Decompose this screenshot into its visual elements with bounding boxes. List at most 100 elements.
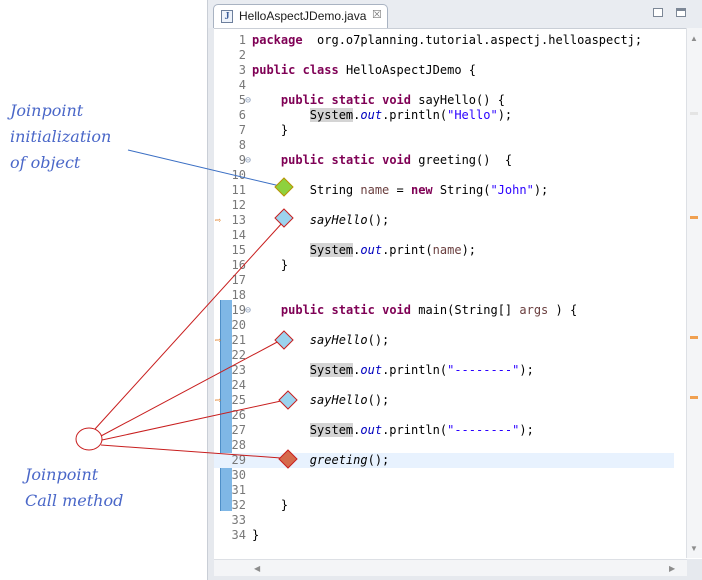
code-token: public (280, 153, 325, 167)
code-token: "--------" (447, 423, 520, 437)
code-text: public class HelloAspectJDemo { (252, 63, 476, 78)
overview-marker[interactable] (690, 216, 698, 219)
code-token: args (519, 303, 549, 317)
code-line[interactable]: 11 String name = new String("John"); (214, 183, 674, 198)
scroll-left-icon[interactable]: ◀ (254, 564, 261, 573)
code-line[interactable]: 25⇨ sayHello(); (214, 393, 674, 408)
code-token: out (360, 363, 383, 377)
code-line[interactable]: 18 (214, 288, 674, 303)
code-token: "Hello" (447, 108, 498, 122)
code-token: } (252, 123, 289, 137)
call-leader-line (94, 221, 284, 430)
overview-marker[interactable] (690, 336, 698, 339)
overview-marker[interactable] (690, 396, 698, 399)
code-line[interactable]: 12 (214, 198, 674, 213)
code-text: package org.o7planning.tutorial.aspectj.… (252, 33, 642, 48)
code-line[interactable]: 23 System.out.println("--------"); (214, 363, 674, 378)
code-line[interactable]: 21⇨ sayHello(); (214, 333, 674, 348)
code-line[interactable]: 4 (214, 78, 674, 93)
code-line[interactable]: 7 } (214, 123, 674, 138)
code-token: "--------" (447, 363, 520, 377)
code-line[interactable]: 32 } (214, 498, 674, 513)
code-line[interactable]: 27 System.out.println("--------"); (214, 423, 674, 438)
code-token: out (360, 423, 383, 437)
code-text: } (252, 528, 259, 543)
code-token: ) { (548, 303, 578, 317)
greeting-joinpoint-diamond[interactable] (278, 449, 298, 469)
code-token: String (252, 183, 361, 197)
code-token: } (252, 258, 289, 272)
code-line[interactable]: 31 (214, 483, 674, 498)
code-token: ); (461, 243, 477, 257)
code-line[interactable]: 28 (214, 438, 674, 453)
code-token: System (309, 243, 354, 257)
maximize-icon[interactable] (676, 8, 686, 17)
call-joinpoint-diamond[interactable] (274, 208, 294, 228)
code-line[interactable]: 34} (214, 528, 674, 543)
code-token: sayHello (309, 333, 368, 347)
code-token: . (353, 423, 361, 437)
editor-tab[interactable]: J HelloAspectJDemo.java ☒ (213, 4, 388, 28)
init-joinpoint-diamond[interactable] (274, 177, 294, 197)
code-token: void (382, 93, 411, 107)
code-text: } (252, 258, 288, 273)
code-line[interactable]: 2 (214, 48, 674, 63)
vertical-scrollbar[interactable]: ▲ ▼ (686, 28, 702, 558)
line-number: 24 (231, 378, 246, 392)
code-token: HelloAspectJDemo { (338, 63, 476, 77)
code-line[interactable]: 33 (214, 513, 674, 528)
close-tab-icon[interactable]: ☒ (372, 9, 382, 21)
scroll-down-icon[interactable]: ▼ (690, 544, 698, 553)
code-line[interactable]: 15 System.out.print(name); (214, 243, 674, 258)
code-line[interactable]: 16 } (214, 258, 674, 273)
call-joinpoint-diamond[interactable] (274, 330, 294, 350)
code-line[interactable]: 17 (214, 273, 674, 288)
code-token: org.o7planning.tutorial.aspectj.helloasp… (302, 33, 643, 47)
code-text: greeting(); (252, 453, 389, 468)
line-number: 10 (231, 168, 246, 182)
line-number: 16 (231, 258, 246, 272)
advice-arrow-icon[interactable]: ⇨ (215, 395, 222, 406)
code-line[interactable]: 30 (214, 468, 674, 483)
line-number: 26 (231, 408, 246, 422)
line-number: 19 (231, 303, 246, 317)
call-joinpoint-diamond[interactable] (278, 390, 298, 410)
code-line[interactable]: 29 greeting(); (214, 453, 674, 468)
code-token: class (302, 63, 339, 77)
code-line[interactable]: 8 (214, 138, 674, 153)
code-token: out (360, 108, 383, 122)
code-line[interactable]: 6 System.out.println("Hello"); (214, 108, 674, 123)
overview-marker[interactable] (690, 112, 698, 115)
fold-toggle-icon[interactable]: ⊖ (245, 305, 252, 316)
minimize-icon[interactable] (653, 8, 663, 17)
code-line[interactable]: 19⊖ public static void main(String[] arg… (214, 303, 674, 318)
line-number: 25 (231, 393, 246, 407)
code-line[interactable]: 22 (214, 348, 674, 363)
fold-toggle-icon[interactable]: ⊖ (245, 95, 252, 106)
code-line[interactable]: 14 (214, 228, 674, 243)
code-line[interactable]: 5⊖ public static void sayHello() { (214, 93, 674, 108)
code-token: greeting() { (411, 153, 513, 167)
code-text: sayHello(); (252, 213, 389, 228)
code-token: ); (497, 108, 513, 122)
code-line[interactable]: 20 (214, 318, 674, 333)
code-line[interactable]: 10 (214, 168, 674, 183)
code-token: new (410, 183, 433, 197)
advice-arrow-icon[interactable]: ⇨ (215, 335, 222, 346)
code-token: greeting (309, 453, 368, 467)
scroll-right-icon[interactable]: ▶ (669, 564, 676, 573)
scroll-up-icon[interactable]: ▲ (690, 34, 698, 43)
advice-arrow-icon[interactable]: ⇨ (215, 215, 222, 226)
fold-toggle-icon[interactable]: ⊖ (245, 155, 252, 166)
horizontal-scrollbar[interactable]: ◀ ▶ (214, 559, 687, 576)
joinpoint-call-label: Joinpoint Call method (25, 462, 123, 514)
code-line[interactable]: 24 (214, 378, 674, 393)
code-line[interactable]: 13⇨ sayHello(); (214, 213, 674, 228)
code-line[interactable]: 26 (214, 408, 674, 423)
code-token: sayHello (309, 393, 368, 407)
code-line[interactable]: 9⊖ public static void greeting() { (214, 153, 674, 168)
